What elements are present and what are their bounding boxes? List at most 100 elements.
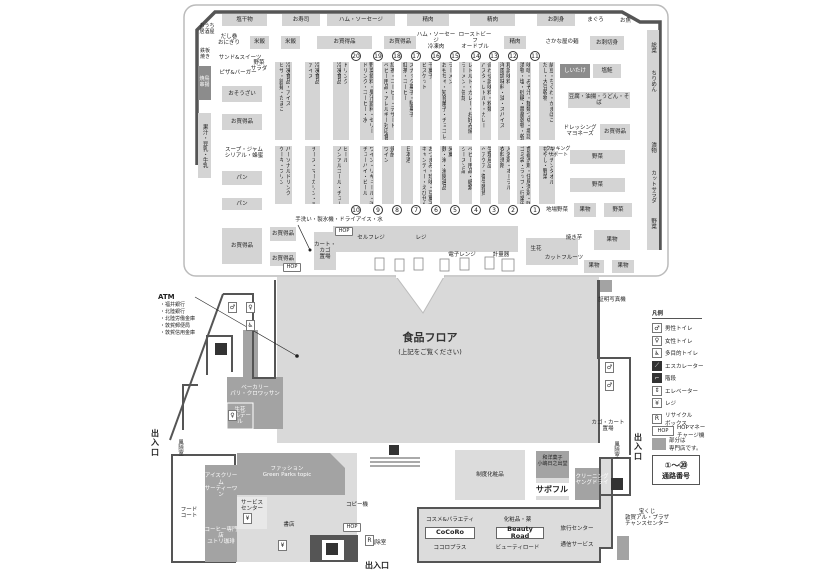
shelf: レトルト・カレー・お好み焼ラーメン・缶詰 — [459, 62, 472, 140]
produce-label: カットフルーツ — [544, 254, 584, 261]
wall-section-label: 精肉 — [407, 14, 449, 26]
shelf-category: 納豆・ちくわ・かまぼこ — [548, 62, 553, 123]
shelf-category: 冷凍食品・アイス — [284, 62, 290, 106]
section-label: ピザ&バーガー — [219, 69, 257, 76]
area-label: 旅行センター — [560, 525, 594, 532]
checkout-area — [333, 226, 518, 252]
shelf-category: 干菓子 — [427, 62, 432, 79]
coffee-shop — [205, 510, 237, 562]
shop-logo: CoCoRo — [425, 527, 475, 539]
accessible-icon: ♿ — [246, 320, 255, 331]
legend-label: レジ — [665, 401, 677, 407]
shelf-category: 麩・米・米関連品 — [440, 146, 446, 190]
shelf-category: だし・大豆乾物 — [541, 62, 547, 101]
legend-icon: ♂ — [652, 323, 662, 333]
section-label: 手洗い・製氷機・ドライアイス・水 — [295, 216, 383, 223]
area-label: ファッション Green Parks topic — [262, 465, 312, 478]
shelf-category: パスタ・レトルト・カレー — [480, 62, 485, 128]
man-icon: ♂ — [228, 302, 237, 313]
shelf: おつまみ・珍味・豆菓子キャンディー・えびせん — [420, 146, 432, 204]
shelf-category: ヘアケア・衛生雑貨 — [480, 146, 485, 196]
shelf-category: シーズン品 — [460, 146, 465, 174]
floor-title: 食品フロア — [402, 330, 458, 344]
legend-label: 多目的トイレ — [665, 351, 699, 357]
shelf-category: 紅茶・コーヒー・デザート — [389, 62, 394, 128]
area-label: ベーカリー パリ・クロワッサン — [230, 384, 280, 397]
legend-icon — [652, 437, 666, 450]
man-icon: ♂ — [605, 362, 614, 373]
counter-label: ローストビーフ オードブル — [458, 31, 492, 51]
aisle-number: 3 — [489, 205, 499, 215]
aisle-number: 13 — [489, 51, 499, 61]
checkout-label: セルフレジ — [357, 234, 385, 241]
area-label: 証明写真機 — [598, 296, 626, 303]
produce-label: 果物 — [594, 230, 630, 250]
produce-label: 野菜 — [570, 150, 625, 164]
shelf-category: ドリンク・コーヒー・水 — [361, 62, 367, 123]
counter-label: 米飯 — [250, 36, 269, 49]
aisle-number: 14 — [471, 51, 481, 61]
shelf-category: 野菜飲料・果汁飲料・ゼリー — [368, 62, 373, 134]
shelf: 食器洗剤・住居洗剤・防虫剤ゴミ袋・ラップ・行楽用品 — [517, 146, 531, 204]
checkout-label: レジ — [415, 234, 427, 241]
aisle-number: 17 — [411, 51, 421, 61]
shelf-category: ラーメン — [447, 62, 452, 84]
counter-label: お刺切身 — [590, 36, 624, 50]
section-label: サンド&スイーツ — [218, 54, 262, 61]
produce-label: クッキング サポート — [545, 146, 571, 158]
shop-logo: Beauty Road — [496, 525, 544, 540]
shelf-category: ピザ・餃麺・たまご — [278, 62, 283, 112]
shelf: スナック菓子・駄菓子紅茶・コーヒー — [401, 62, 413, 140]
cosmetics-box — [455, 450, 525, 500]
counter-label: お買得品 — [317, 36, 372, 49]
counter-label: さかな屋の麺 — [545, 39, 579, 46]
counter-label: ハム・ソーセージ 冷凍肉 — [416, 31, 456, 51]
right-wall-label: 総菜 — [650, 41, 657, 53]
atm-label: ATM — [158, 293, 175, 302]
shelf-category: ビスケット — [420, 62, 426, 90]
aisle-number: 16 — [431, 51, 441, 61]
fashion-shop — [237, 453, 345, 495]
shelf: 日本酒 — [401, 146, 413, 204]
shelf-category: ケーキ・プリン — [278, 146, 283, 185]
wall-section-label: お寿司 — [282, 14, 320, 26]
shelf: 干菓子ビスケット — [420, 62, 432, 140]
shelf: 和調味料洋風調味料・油・スパイス — [498, 62, 510, 140]
shelf-category: ノンアルコール・チューハイ — [335, 146, 341, 204]
shelf: ドリンク冷凍食品 — [333, 62, 349, 140]
shelf: 冷凍食品・アイスピザ・餃麺・たまご — [275, 62, 292, 140]
woman-icon: ♀ — [228, 410, 237, 421]
shelf-category: キャンディー・えびせん — [420, 146, 426, 204]
wall-section-label: ハム・ソーセージ — [327, 14, 395, 26]
produce-label: 果物 — [584, 260, 604, 273]
area-label: 和洋菓子 小嶋日之出堂 — [537, 455, 568, 467]
right-wall-strip — [647, 30, 659, 250]
escalator-icon-left — [215, 343, 227, 355]
legend-item: ♀女性トイレ — [652, 335, 693, 346]
aisle-number: 19 — [373, 51, 383, 61]
wall-section-label: 塩干物 — [222, 14, 267, 26]
food-floor-area — [277, 277, 599, 443]
right-wall-label: カットサラダ — [650, 169, 657, 203]
aisle-number: 12 — [508, 51, 518, 61]
shelf-category: 生理用品 — [486, 146, 491, 168]
aisle-range: ①〜⑳ — [664, 460, 688, 470]
shelf: パーソナルドリンクケーキ・プリン — [275, 146, 292, 204]
shelf-category: 衣料洗剤 — [498, 146, 504, 168]
area-label: 生花 パルテール — [228, 406, 251, 426]
woman-icon: ♀ — [246, 302, 255, 313]
flower-produce-area — [526, 238, 578, 265]
shelf-category: 入浴剤・オーラル — [505, 146, 510, 190]
escalator-icon-bottom — [326, 543, 338, 555]
legend-icon: ¥ — [652, 398, 662, 408]
section-label: カート・ カゴ 置場 — [314, 232, 336, 270]
aisle-number: 15 — [450, 51, 460, 61]
confectionery-shop — [536, 451, 569, 478]
atm-bank: ・北陸銀行 — [160, 308, 186, 315]
section-label: スープ・ジャム シリアル・蜂蜜 — [224, 146, 264, 159]
produce-label: しいたけ — [560, 64, 590, 78]
